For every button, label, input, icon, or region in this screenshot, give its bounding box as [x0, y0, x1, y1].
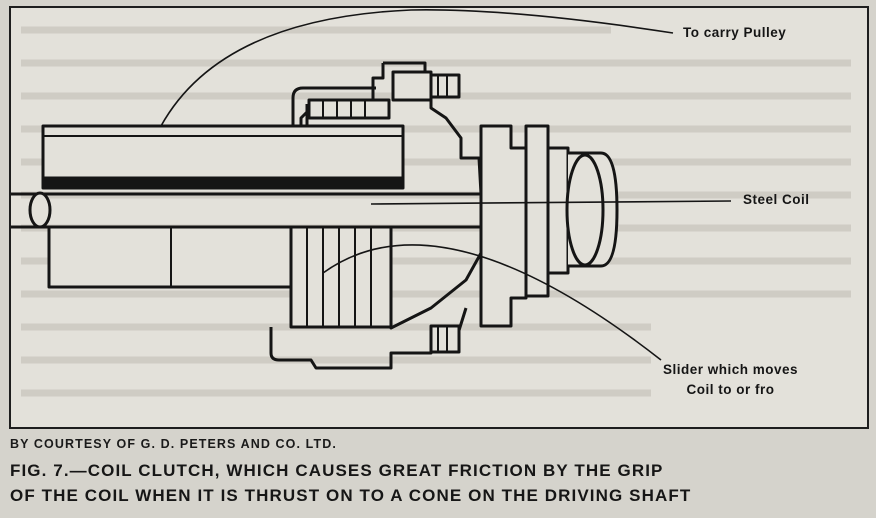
- caption-line-2: OF THE COIL WHEN IT IS THRUST ON TO A CO…: [10, 486, 692, 505]
- courtesy-credit: BY COURTESY OF G. D. PETERS AND CO. LTD.: [10, 437, 337, 451]
- label-slider-line2: Coil to or fro: [686, 382, 775, 397]
- shaft-end: [28, 191, 52, 229]
- upper-bolt: [429, 73, 461, 99]
- lower-sleeve: [47, 225, 301, 289]
- label-pulley-text: To carry Pulley: [683, 25, 787, 40]
- figure-caption: FIG. 7.—COIL CLUTCH, WHICH CAUSES GREAT …: [10, 458, 870, 508]
- driving-cone: [389, 227, 483, 330]
- diagram-frame: To carry Pulley Steel Coil Slider which …: [9, 6, 869, 429]
- hub: [479, 124, 528, 328]
- label-pulley: To carry Pulley: [683, 25, 786, 40]
- lower-bolt: [429, 324, 461, 354]
- label-slider: Slider which moves Coil to or fro: [663, 360, 798, 400]
- label-steel-coil: Steel Coil: [743, 192, 810, 207]
- slider-leader: [322, 244, 662, 361]
- caption-line-1: FIG. 7.—COIL CLUTCH, WHICH CAUSES GREAT …: [10, 461, 664, 480]
- slider-housing: [269, 307, 468, 370]
- pulley-leader: [160, 9, 674, 127]
- label-slider-line1: Slider which moves: [663, 362, 799, 377]
- flange-1: [524, 124, 550, 298]
- coil-clutch-drawing: [11, 9, 851, 397]
- coil-leader: [370, 200, 732, 205]
- label-steel-coil-text: Steel Coil: [743, 192, 810, 207]
- upper-block: [391, 70, 433, 102]
- flange-2: [546, 146, 570, 275]
- upper-spring: [291, 86, 376, 126]
